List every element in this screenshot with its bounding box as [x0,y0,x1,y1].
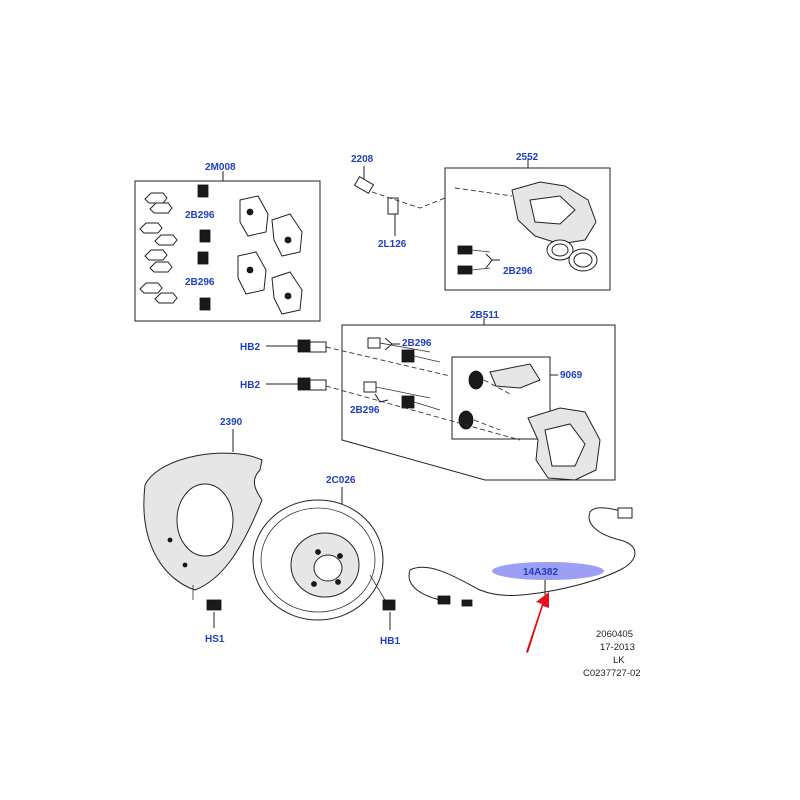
label-caliper-bolts[interactable]: 2B296 [503,266,533,277]
pad-subbox [451,356,551,440]
label-carrier-kit[interactable]: 2B511 [470,310,499,321]
label-shield[interactable]: 2390 [220,417,243,428]
label-caliper[interactable]: 2552 [516,152,539,163]
carrier-group: 2B511 2B296 2B296 9069 HB2 HB2 [240,310,616,481]
label-bolt-a[interactable]: 2B296 [185,210,215,221]
wheel-speed-sensor-group: 14A382 [408,507,636,653]
label-carrier-bolt-bottom[interactable]: 2B296 [350,405,380,416]
label-hb2-top[interactable]: HB2 [240,342,260,353]
drawing-meta: 2060405 17-2013 LK C0237727-02 [583,629,641,679]
brake-disc-group: 2C026 HB1 [252,475,400,647]
label-disc[interactable]: 2C026 [326,475,356,486]
meta-line-4: C0237727-02 [583,668,641,679]
sensor-head [617,507,633,519]
meta-line-1: 2060405 [596,629,633,640]
meta-line-2: 17-2013 [600,642,635,653]
label-bolt-b[interactable]: 2B296 [185,277,215,288]
red-arrow [526,592,549,653]
sensor-highlight [492,562,604,580]
label-carrier-bolt-top[interactable]: 2B296 [402,338,432,349]
carrier-box [341,324,616,481]
brake-pads-drawing [237,195,303,315]
label-pads[interactable]: 9069 [560,370,583,381]
sensor-wire [409,507,636,596]
label-bleed[interactable]: 2208 [351,154,374,165]
label-hb1[interactable]: HB1 [380,636,400,647]
label-hb2-bottom[interactable]: HB2 [240,380,260,391]
label-sensor[interactable]: 14A382 [523,567,558,578]
splash-shield-group: 2390 HS1 [143,417,263,645]
meta-line-3: LK [613,655,625,666]
bleed-nipple-group: 2208 2L126 [351,154,446,250]
pad-clips [139,192,178,304]
caliper-group: 2552 2B296 [444,152,611,291]
pad-kit-box [134,180,321,322]
pad-kit-group: 2M008 2B296 2B296 [134,162,321,322]
label-bleed-cap[interactable]: 2L126 [378,239,407,250]
pad-kit-bolts [197,184,211,311]
label-pad-kit[interactable]: 2M008 [205,162,236,173]
label-hs1[interactable]: HS1 [205,634,225,645]
